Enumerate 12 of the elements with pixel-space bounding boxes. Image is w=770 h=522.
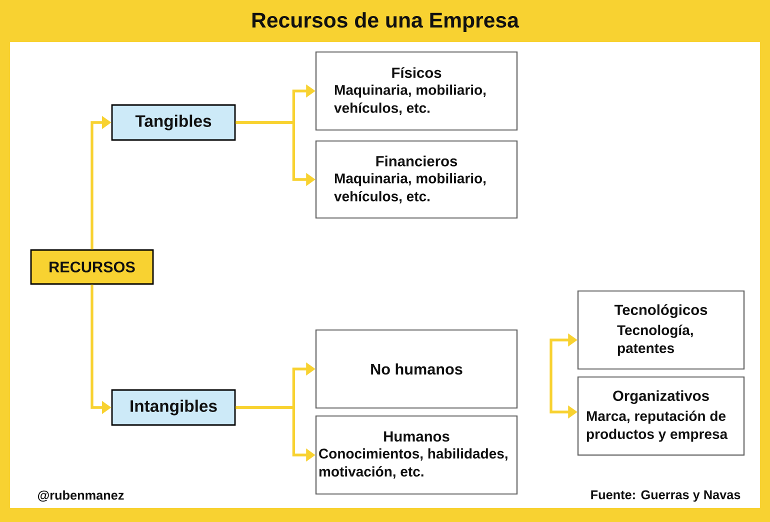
category-box: Tangibles	[111, 104, 236, 141]
resource-box: No humanos	[315, 329, 518, 409]
category-box: Intangibles	[111, 389, 236, 426]
title: Recursos de una Empresa	[252, 12, 520, 32]
resource-box: Financieros Maquinaria, mobiliario, vehículos, etc.	[315, 140, 518, 219]
source-note: Fuente: Guerras y Navas	[591, 490, 740, 502]
resource-box: Físicos Maquinaria, mobiliario, vehículos, etc.	[315, 51, 518, 131]
resource-box: Organizativos Marca, reputación de productos y empresa	[577, 376, 745, 456]
resource-box: Tecnológicos Tecnología, patentes	[577, 290, 745, 370]
resource-box: Humanos Conocimientos, habilidades, motivación, etc.	[315, 415, 518, 495]
credit-text: @rubenmanez	[38, 490, 124, 502]
root-box: RECURSOS	[30, 249, 154, 285]
